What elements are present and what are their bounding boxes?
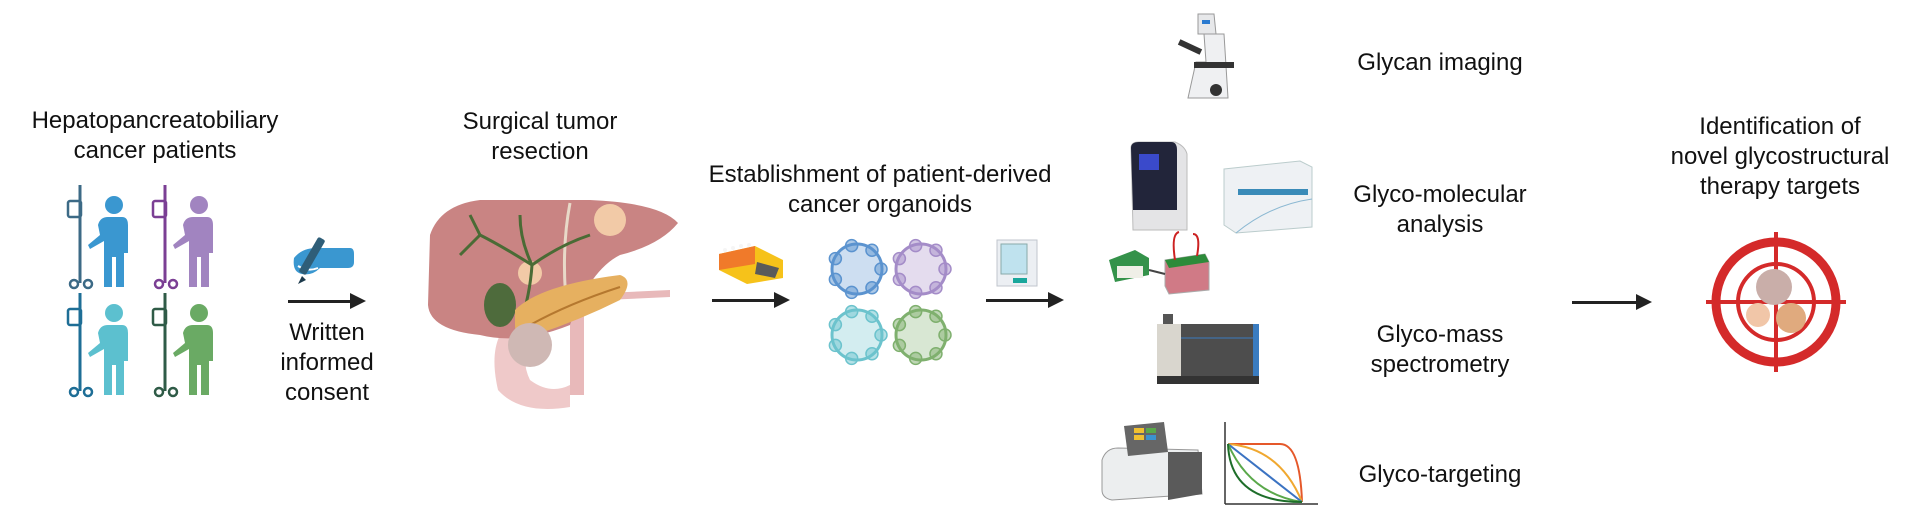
- arrow-consent: [288, 293, 366, 309]
- mass-label-line: Glyco-mass: [1376, 321, 1504, 348]
- dose-curve: [1227, 443, 1303, 503]
- mass-spectrometer-icon: [1157, 314, 1259, 384]
- patient-icon: [151, 185, 213, 290]
- liver-pancreas-illustration: [428, 200, 678, 409]
- organoid: [892, 304, 952, 366]
- tissue-dissociator-icon: [719, 243, 783, 284]
- mass-label: Glyco-mass spectrometry: [1320, 320, 1560, 380]
- gel-electrophoresis-icon: [1109, 231, 1210, 295]
- incubator-icon: [996, 239, 1038, 287]
- tumor-cluster-2: [1746, 303, 1770, 327]
- patient-icon: [151, 293, 213, 398]
- dose-curve: [1227, 443, 1303, 503]
- organoids-label: Establishment of patient-derived cancer …: [680, 160, 1080, 220]
- tumor-cluster-3: [1776, 303, 1806, 333]
- mass-label-line: spectrometry: [1370, 351, 1510, 378]
- targeting-label: Glyco-targeting: [1320, 460, 1560, 490]
- tumor-pancreas: [508, 323, 552, 367]
- plate-reader-icon: [1101, 422, 1203, 501]
- dose-curve: [1228, 443, 1303, 503]
- organoids-label-line: cancer organoids: [787, 191, 973, 218]
- dose-response-curve-icon: [1224, 422, 1318, 505]
- target-crosshair-icon: [1706, 232, 1846, 372]
- organoids-label-line: Establishment of patient-derived: [708, 161, 1052, 188]
- resection-label: Surgical tumor resection: [420, 107, 660, 167]
- molecular-label: Glyco-molecular analysis: [1320, 180, 1560, 240]
- arrow-to-organoids: [712, 292, 790, 308]
- consent-label-line: informed: [280, 349, 374, 376]
- targets-label-line: therapy targets: [1699, 173, 1861, 200]
- writing-hand-icon: [293, 237, 354, 284]
- arrow-to-targets: [1572, 294, 1652, 310]
- molecular-label-line: analysis: [1396, 211, 1484, 238]
- patient-icon: [66, 293, 128, 398]
- patient-icon: [66, 185, 128, 290]
- dose-curve: [1227, 443, 1303, 503]
- arrow-to-analysis: [986, 292, 1064, 308]
- organoid: [892, 238, 952, 300]
- patients-label-line: Hepatopancreatobiliary: [31, 107, 279, 134]
- targeting-label-line: Glyco-targeting: [1358, 461, 1522, 488]
- pancreas: [515, 275, 628, 339]
- microscope-icon: [1177, 13, 1234, 99]
- resection-label-line: resection: [491, 138, 589, 165]
- targets-label: Identification of novel glycostructural …: [1610, 112, 1920, 202]
- flow-cytometer-icon: [1223, 160, 1313, 234]
- imaging-label-line: Glycan imaging: [1357, 49, 1523, 76]
- molecular-label-line: Glyco-molecular: [1353, 181, 1527, 208]
- consent-label-line: consent: [284, 379, 370, 406]
- patients-label: Hepatopancreatobiliary cancer patients: [0, 106, 310, 166]
- pcr-machine-icon: [1130, 141, 1188, 231]
- tumor-cluster-1: [1756, 269, 1792, 305]
- targets-label-line: Identification of: [1699, 113, 1861, 140]
- dose-curve: [1227, 443, 1303, 503]
- imaging-label: Glycan imaging: [1320, 48, 1560, 78]
- resection-label-line: Surgical tumor: [462, 108, 618, 135]
- targets-label-line: novel glycostructural: [1670, 143, 1890, 170]
- patients-group: [66, 185, 213, 398]
- organoids-group: [828, 238, 952, 366]
- organoid: [828, 304, 888, 366]
- patient-icon-group: [66, 185, 213, 398]
- organoid: [828, 238, 888, 300]
- gallbladder: [484, 283, 516, 327]
- patients-label-line: cancer patients: [73, 137, 237, 164]
- tumor-liver-1: [594, 204, 626, 236]
- consent-label-line: Written: [289, 319, 365, 346]
- consent-label: Written informed consent: [270, 318, 384, 408]
